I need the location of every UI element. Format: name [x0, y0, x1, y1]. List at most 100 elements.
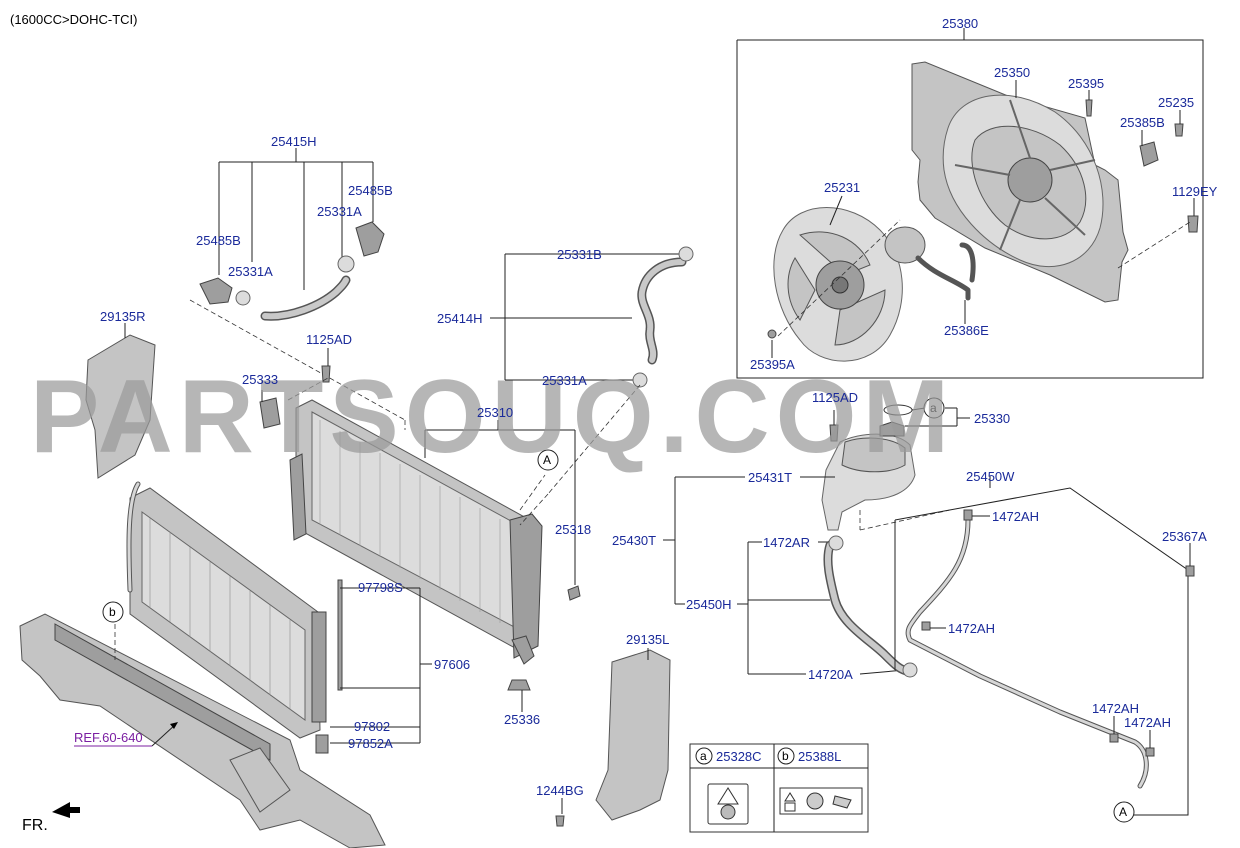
reservoir-hose-drawing [823, 535, 918, 678]
part-1472AH-3[interactable]: 1472AH [1092, 701, 1139, 716]
part-1472AR[interactable]: 1472AR [763, 535, 810, 550]
part-1472AH-4[interactable]: 1472AH [1124, 715, 1171, 730]
upper-hose-dashline [189, 299, 406, 421]
fan-box-leaders [771, 80, 1195, 358]
drain-25318-drawing [567, 585, 581, 601]
overflow-hose-drawing [905, 509, 1195, 789]
part-25414H[interactable]: 25414H [437, 311, 483, 326]
overflow-hose-leaders [930, 515, 1191, 748]
partsouq-watermark: PARTSOUQ.COM [30, 359, 955, 475]
radiator-leaders [261, 348, 576, 712]
ref-60-640-link[interactable]: REF.60-640 [74, 730, 143, 745]
label-legend-box: a 25328C b 25388L [689, 743, 869, 833]
part-25333[interactable]: 25333 [242, 372, 278, 387]
caution-label-a-icon [707, 783, 749, 825]
fan-mount-dashline [777, 219, 901, 337]
bushing-97852A-drawing [315, 734, 329, 754]
caution-label-b-icon [779, 787, 863, 815]
part-25395A[interactable]: 25395A [750, 357, 795, 372]
part-97798S[interactable]: 97798S [358, 580, 403, 595]
part-97852A[interactable]: 97852A [348, 736, 393, 751]
part-1472AH-1[interactable]: 1472AH [992, 509, 1039, 524]
part-25331A-mid[interactable]: 25331A [542, 373, 587, 388]
part-25336[interactable]: 25336 [504, 712, 540, 727]
svg-text:A: A [543, 453, 551, 467]
callout-a-top[interactable]: a [923, 397, 945, 419]
legend-a-key: a [700, 749, 707, 763]
clip-25235-drawing [1174, 123, 1184, 137]
part-25395[interactable]: 25395 [1068, 76, 1104, 91]
bolt-1244BG-drawing [555, 815, 565, 827]
washer-25395A-drawing [767, 329, 777, 339]
legend-b-key: b [782, 749, 789, 763]
part-14720A[interactable]: 14720A [808, 667, 853, 682]
cooling-fan-drawing [773, 207, 903, 362]
bolt-1129EY-drawing [1187, 215, 1199, 233]
part-97802[interactable]: 97802 [354, 719, 390, 734]
ref-arrow-icon [170, 722, 178, 729]
part-25415H[interactable]: 25415H [271, 134, 317, 149]
part-29135L[interactable]: 29135L [626, 632, 669, 647]
part-25331A-top[interactable]: 25331A [317, 204, 362, 219]
part-25367A[interactable]: 25367A [1162, 529, 1207, 544]
part-labels: 25380 25350 25395 25235 25385B 1129EY 25… [100, 16, 1218, 798]
fan-shroud-drawing [911, 61, 1129, 303]
part-25330[interactable]: 25330 [974, 411, 1010, 426]
coolant-reservoir-drawing [821, 404, 916, 531]
legend-b-part[interactable]: 25388L [798, 749, 841, 764]
front-arrow-icon [52, 802, 80, 818]
engine-spec-header: (1600CC>DOHC-TCI) [10, 12, 138, 27]
part-1472AH-2[interactable]: 1472AH [948, 621, 995, 636]
part-1244BG[interactable]: 1244BG [536, 783, 584, 798]
callout-A-radiator[interactable]: A [537, 449, 559, 471]
fan-shroud-assembly-box [736, 28, 1204, 379]
svg-text:a: a [930, 401, 937, 415]
part-25485B-left[interactable]: 25485B [196, 233, 241, 248]
upper-hose-drawing [199, 221, 385, 321]
part-25450H[interactable]: 25450H [686, 597, 732, 612]
upper-hose-leaders [218, 148, 374, 290]
part-25231[interactable]: 25231 [824, 180, 860, 195]
part-25386E[interactable]: 25386E [944, 323, 989, 338]
front-end-carrier-drawing [19, 613, 386, 848]
part-25450W[interactable]: 25450W [966, 469, 1015, 484]
part-97606[interactable]: 97606 [434, 657, 470, 672]
part-25331B[interactable]: 25331B [557, 247, 602, 262]
part-25430T[interactable]: 25430T [612, 533, 656, 548]
lower-hose-drawing [632, 246, 694, 388]
part-25331A-left[interactable]: 25331A [228, 264, 273, 279]
part-25431T[interactable]: 25431T [748, 470, 792, 485]
part-25318[interactable]: 25318 [555, 522, 591, 537]
part-1125AD-left[interactable]: 1125AD [306, 332, 352, 347]
radiator-drawing [289, 399, 543, 665]
svg-text:b: b [109, 605, 116, 619]
mount-25336-drawing [507, 679, 531, 691]
part-25350[interactable]: 25350 [994, 65, 1030, 80]
legend-a-part[interactable]: 25328C [716, 749, 762, 764]
screw-25395-drawing [1085, 99, 1093, 117]
part-25385B[interactable]: 25385B [1120, 115, 1165, 130]
callout-A-hose[interactable]: A [1113, 801, 1135, 823]
front-direction-label: FR. [22, 817, 48, 834]
connector-25385B-drawing [1139, 141, 1159, 167]
lower-hose-leaders [490, 253, 680, 381]
part-1129EY[interactable]: 1129EY [1172, 184, 1218, 199]
svg-text:A: A [1119, 805, 1127, 819]
air-guard-right-drawing [85, 334, 156, 479]
part-25235[interactable]: 25235 [1158, 95, 1194, 110]
callout-b-carrier[interactable]: b [102, 601, 124, 623]
bracket-25333-drawing [259, 397, 281, 429]
air-guard-left-drawing [595, 649, 671, 821]
part-25485B-top[interactable]: 25485B [348, 183, 393, 198]
bolt-1125AD-left-drawing [321, 365, 331, 383]
bolt-dashline [1117, 221, 1191, 269]
condenser-drawing [126, 481, 327, 739]
part-29135R[interactable]: 29135R [100, 309, 146, 324]
part-25310[interactable]: 25310 [477, 405, 513, 420]
strip-97798S-drawing [337, 579, 343, 691]
fan-motor-drawing [884, 226, 976, 301]
part-25380[interactable]: 25380 [942, 16, 978, 31]
part-1125AD-right[interactable]: 1125AD [812, 390, 858, 405]
